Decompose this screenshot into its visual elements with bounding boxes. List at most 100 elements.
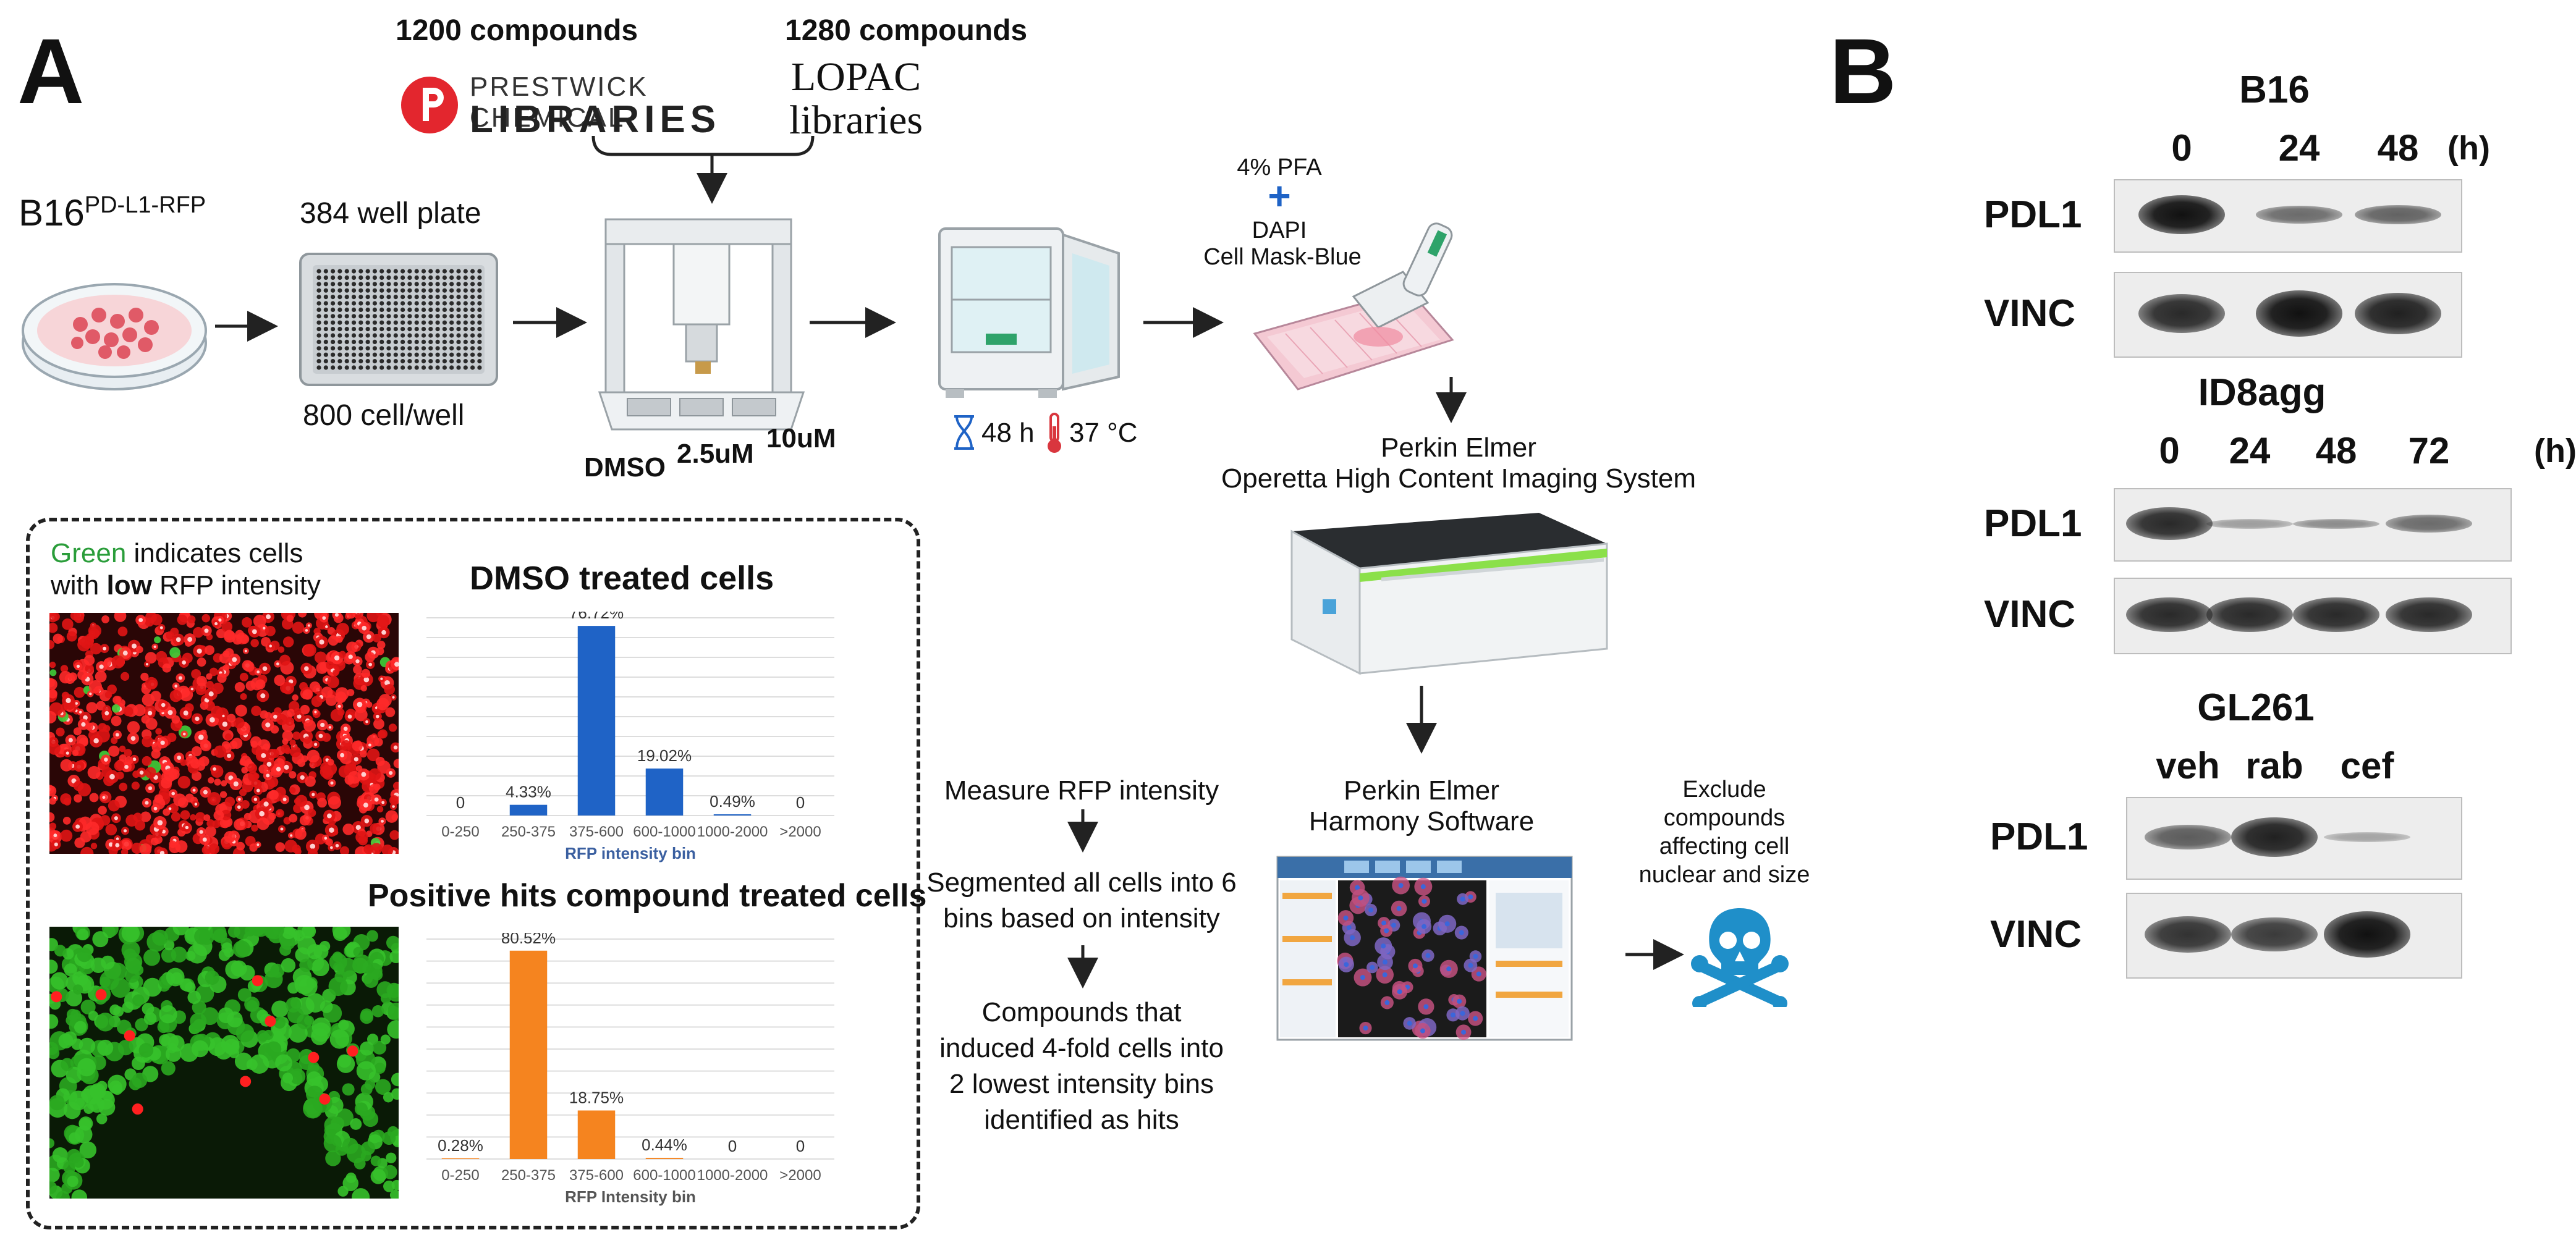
software-line1: Perkin Elmer <box>1344 775 1499 806</box>
tick-label: 0-250 <box>441 1167 479 1184</box>
incubate-time: 48 h <box>981 418 1035 448</box>
step-hits-line4: identified as hits <box>984 1105 1179 1135</box>
tick-label: >2000 <box>779 1167 821 1184</box>
blot-band <box>2256 290 2342 337</box>
lane-label: cef <box>2340 745 2394 786</box>
bar-600-1000 <box>645 1158 684 1159</box>
x-axis-label: RFP Intensity bin <box>565 1187 696 1206</box>
tick-label: 1000-2000 <box>697 1167 768 1184</box>
hits-microscopy-image <box>49 927 399 1199</box>
legend-rest1: indicates cells <box>126 538 303 568</box>
lane-label: rab <box>2245 745 2303 786</box>
blot-band <box>2138 293 2225 334</box>
data-label: 0.44% <box>642 1136 687 1154</box>
step-hits-line2: induced 4-fold cells into <box>939 1033 1224 1063</box>
dmso-label: DMSO <box>584 452 666 483</box>
legend-with: with <box>51 570 107 601</box>
thermometer-icon <box>1048 413 1061 453</box>
lane-label: 0 <box>2171 127 2192 169</box>
blot-band <box>2206 597 2293 633</box>
data-label: 0.28% <box>438 1136 483 1155</box>
data-label: 80.52% <box>501 933 556 947</box>
data-label: 18.75% <box>569 1088 624 1106</box>
imaging-line2: Operetta High Content Imaging System <box>1221 463 1696 494</box>
blot-band <box>2386 515 2472 533</box>
cell-line-label: B16PD-L1-RFP <box>19 192 206 234</box>
dose1-label: 2.5uM <box>677 439 754 469</box>
bar-375-600 <box>577 1110 616 1159</box>
exclude-line3: affecting cell <box>1659 833 1790 859</box>
lane-label: 48 <box>2315 430 2357 471</box>
multichannel-pipette-icon <box>1253 222 1454 390</box>
blot-band <box>2293 518 2379 529</box>
exclude-line1: Exclude <box>1682 777 1766 803</box>
lane-label: veh <box>2156 745 2220 786</box>
step-hits-line1: Compounds that <box>981 997 1182 1027</box>
fix-mask: Cell Mask-Blue <box>1203 244 1362 270</box>
blot-band <box>2355 204 2441 225</box>
blot-band <box>2231 917 2318 952</box>
panel-a-letter: A <box>17 19 85 123</box>
lopac-line2: libraries <box>789 98 923 143</box>
lane-label: 72 <box>2408 430 2450 471</box>
results-box <box>26 518 920 1229</box>
blot-row-label: VINC <box>1984 292 2076 335</box>
tick-label: 1000-2000 <box>697 824 768 840</box>
lopac-logo: LOPAC libraries <box>779 56 933 142</box>
blot-title: GL261 <box>2197 686 2315 729</box>
data-label: 0 <box>796 793 805 812</box>
chart2-title: Positive hits compound treated cells <box>368 878 927 914</box>
blot-row-label: PDL1 <box>1984 502 2082 545</box>
blot-band <box>2126 507 2213 541</box>
blot-band <box>2145 916 2231 953</box>
blot-band <box>2386 597 2472 633</box>
software-screen-icon <box>1276 856 1573 1041</box>
prestwick-top: PRESTWICK CHEMICAL <box>470 72 648 133</box>
dmso-microscopy-image <box>49 613 399 854</box>
petri-dish-icon <box>22 283 207 390</box>
dose2-label: 10uM <box>766 423 836 453</box>
blot-title: B16 <box>2239 69 2310 111</box>
tick-label: 250-375 <box>501 1167 556 1184</box>
blot-row-label: VINC <box>1984 593 2076 636</box>
data-label: 0.49% <box>710 792 755 811</box>
tick-label: >2000 <box>779 824 821 840</box>
bar-375-600 <box>577 626 616 816</box>
blot-row-label: PDL1 <box>1984 193 2082 236</box>
plate-density: 800 cell/well <box>303 399 465 432</box>
tick-label: 600-1000 <box>633 824 695 840</box>
blot-band <box>2145 825 2231 849</box>
blot-band <box>2324 832 2410 842</box>
data-label: 19.02% <box>637 746 692 765</box>
data-label: 76.72% <box>569 612 624 622</box>
tick-label: 375-600 <box>569 1167 624 1184</box>
data-label: 0 <box>456 793 465 812</box>
bar-600-1000 <box>645 768 684 816</box>
blot-band <box>2256 206 2342 224</box>
prestwick-bottom: LIBRARIES <box>470 98 721 141</box>
lane-label: 48 <box>2377 127 2419 169</box>
bar-1000-2000 <box>713 814 752 816</box>
well-plate-icon <box>299 253 498 386</box>
prestwick-logo: PRESTWICK CHEMICAL LIBRARIES <box>396 69 717 141</box>
blot-band <box>2138 195 2225 235</box>
blot-band <box>2231 817 2318 858</box>
legend-rest2: RFP intensity <box>151 570 321 601</box>
blot-row-label: PDL1 <box>1990 816 2088 858</box>
fix-plus: + <box>1268 174 1291 218</box>
panel-b-letter: B <box>1829 19 1897 123</box>
step-hits: Compounds that induced 4-fold cells into… <box>909 995 1255 1138</box>
legend-text: Green indicates cells with low RFP inten… <box>51 537 321 602</box>
prestwick-logo-icon <box>401 77 458 133</box>
cell-line-name: B16 <box>19 192 85 234</box>
blot-band <box>2324 911 2410 958</box>
prestwick-count: 1200 compounds <box>396 14 638 47</box>
hits-bar-chart: 0.28% 0-250 80.52% 250-375 18.75% 375-600 0.44… <box>426 933 834 1206</box>
exclude-note: Exclude compounds affecting cell nuclear… <box>1619 775 1829 889</box>
step-hits-line3: 2 lowest intensity bins <box>949 1069 1214 1099</box>
step-segment-line1: Segmented all cells into 6 <box>926 867 1237 898</box>
bar-0-250 <box>441 1158 480 1159</box>
cell-line-sup: PD-L1-RFP <box>84 192 206 218</box>
